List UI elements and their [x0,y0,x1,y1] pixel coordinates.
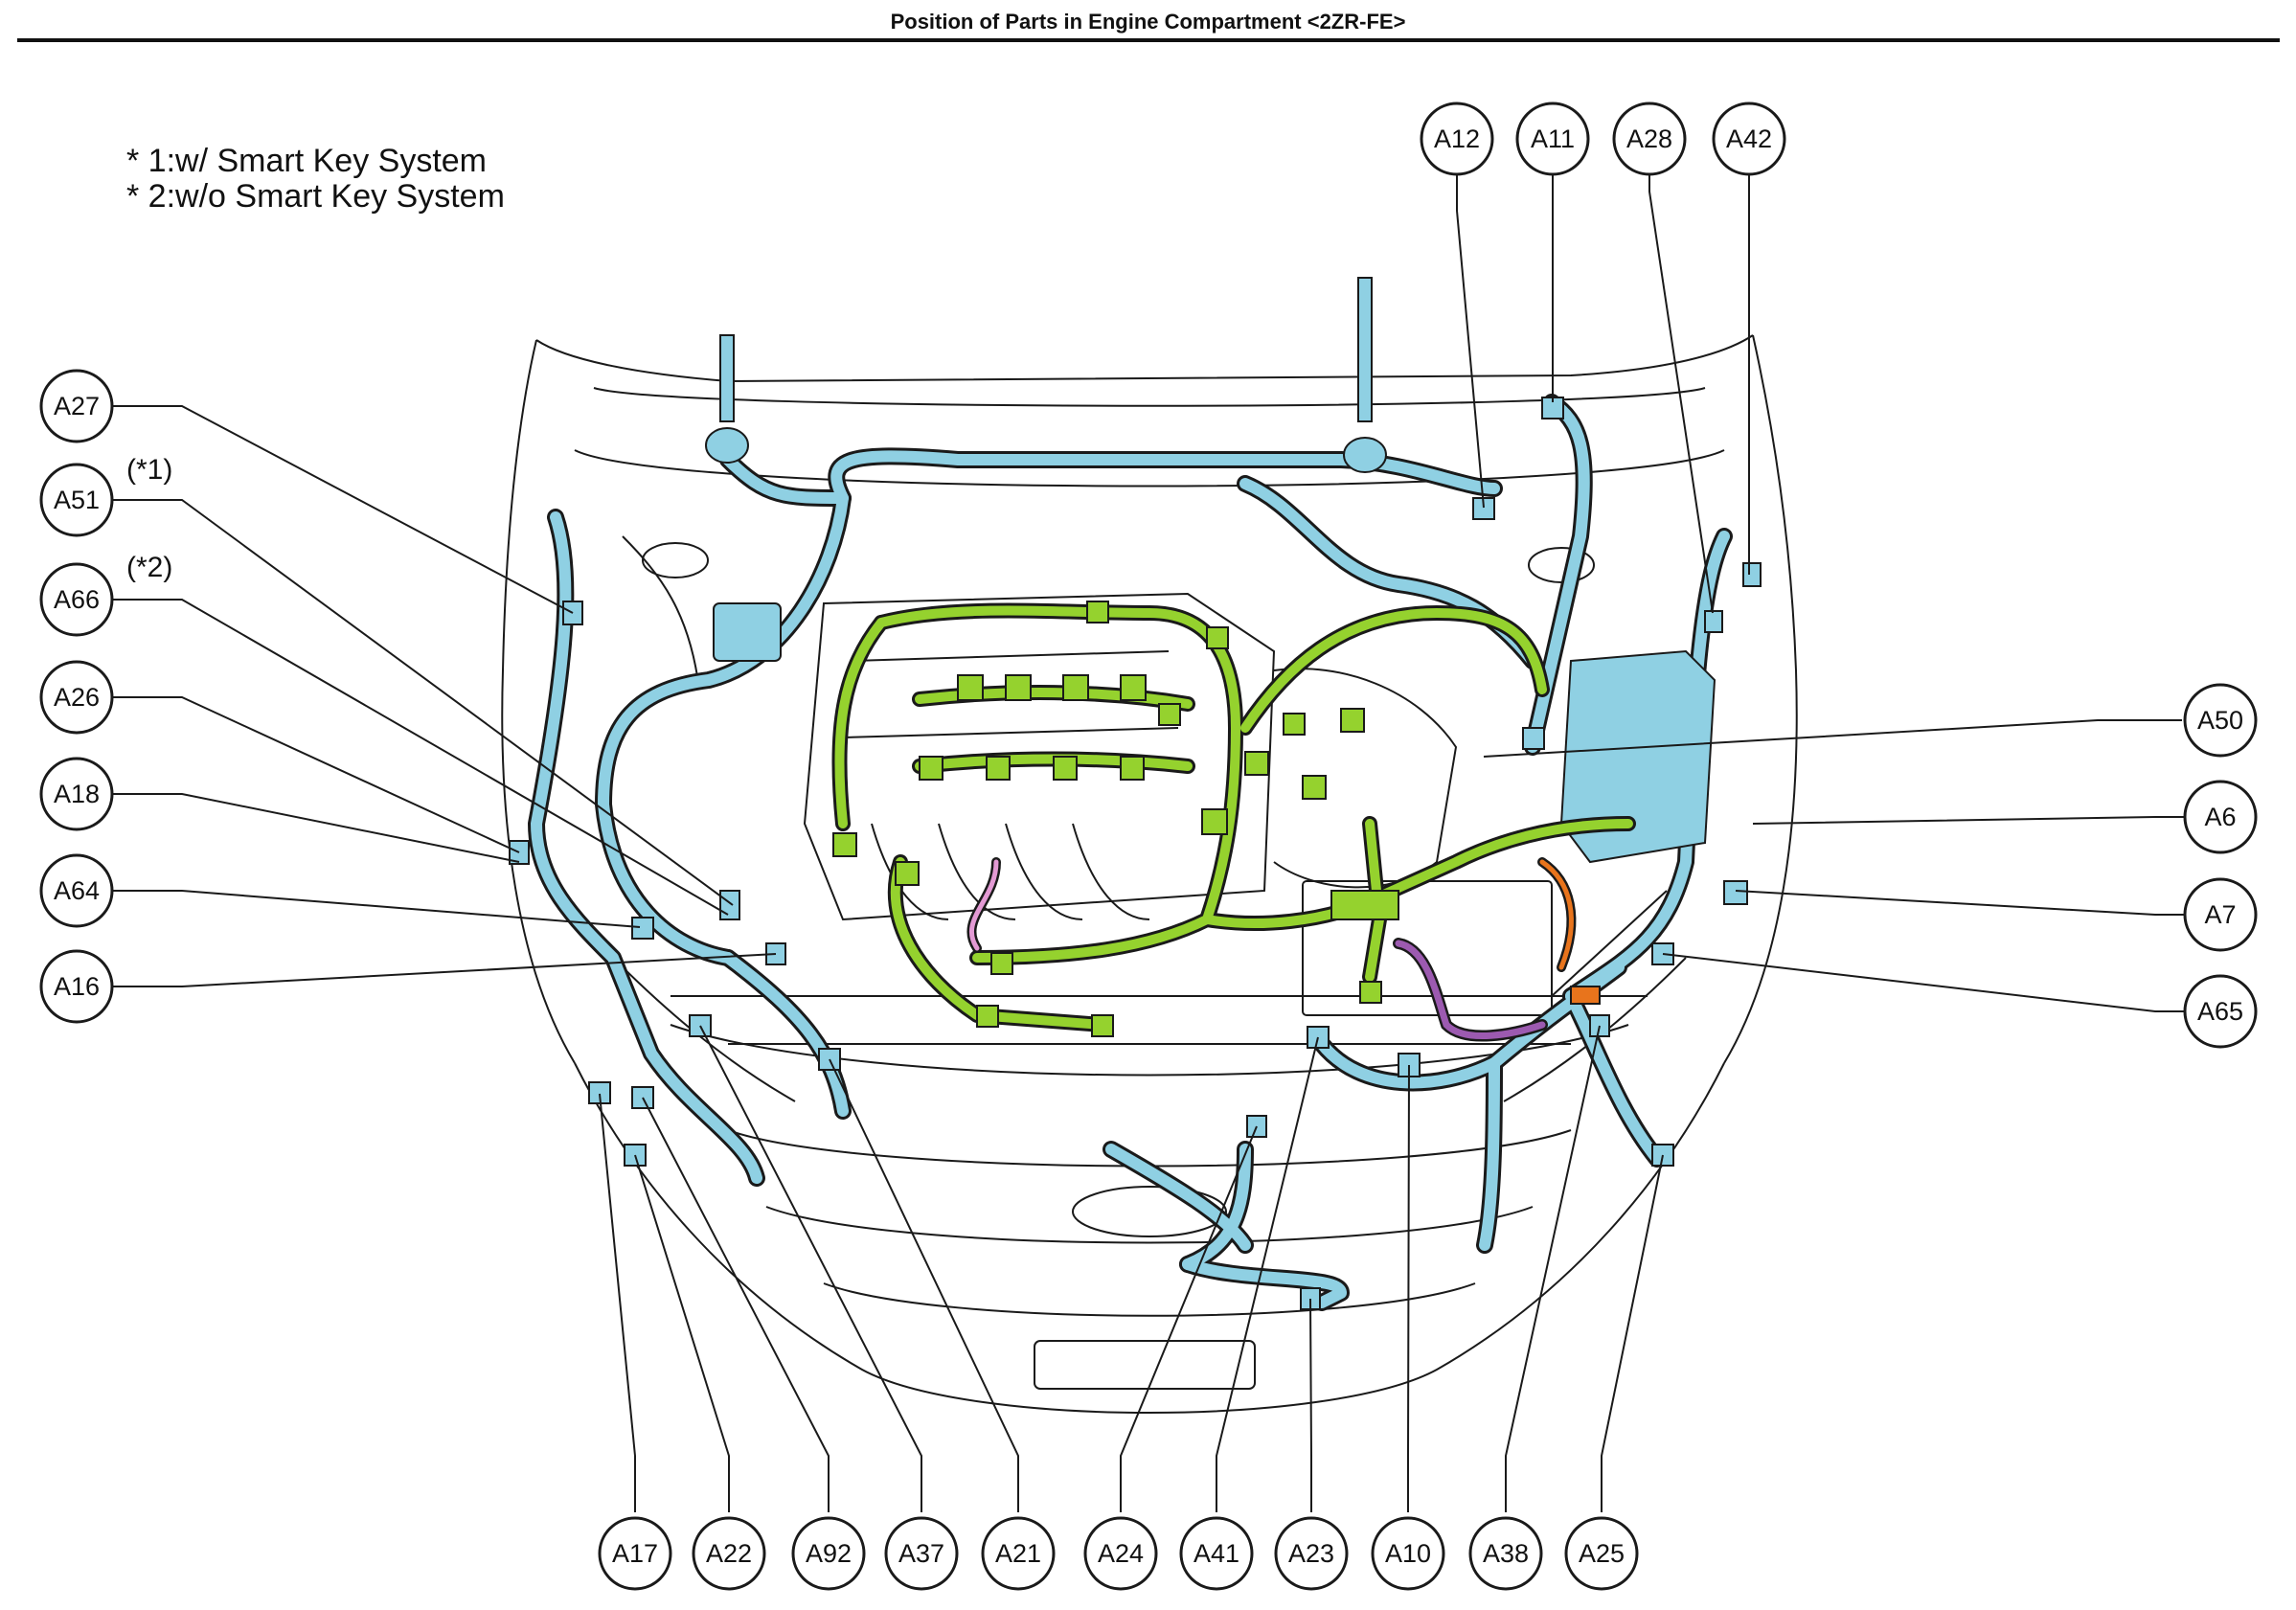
callout-A26 [39,660,114,735]
callout-label-A65: A65 [2197,997,2243,1026]
callout-label-A26: A26 [54,683,100,712]
battery-box [713,602,782,662]
callout-label-A50: A50 [2197,706,2243,735]
callout-A10 [1371,1516,1445,1591]
callout-label-A11: A11 [1531,125,1575,153]
callout-label-A66: A66 [54,585,100,614]
callout-A64 [39,853,114,928]
callout-label-A38: A38 [1483,1539,1529,1568]
callout-label-A23: A23 [1288,1539,1334,1568]
callout-label-A51: A51 [54,486,100,514]
harness-blue [528,394,1733,1311]
callout-label-A22: A22 [706,1539,752,1568]
callout-label-A6: A6 [2204,803,2236,831]
callout-A66 [39,562,114,637]
footnote-legend: * 1:w/ Smart Key System * 2:w/o Smart Ke… [126,144,505,215]
callout-label-A28: A28 [1626,125,1672,153]
callout-label-A12: A12 [1434,125,1480,153]
callout-label-A21: A21 [995,1539,1041,1568]
title-divider [17,38,2280,42]
callout-A22 [692,1516,766,1591]
callout-A50 [2183,683,2258,758]
callout-label-A42: A42 [1726,125,1772,153]
callout-A37 [884,1516,959,1591]
leader-lines [100,161,2228,1512]
callout-A16 [39,949,114,1024]
callout-A21 [981,1516,1056,1591]
callout-A24 [1083,1516,1158,1591]
vehicle-outline [501,334,1798,1414]
callouts [39,102,2258,1591]
callout-A92 [791,1516,866,1591]
callout-A27 [39,369,114,443]
footnote-smart-key: * 1:w/ Smart Key System [126,143,487,179]
callout-A12 [1420,102,1494,176]
ground-strap [1570,986,1601,1005]
callout-label-A24: A24 [1098,1539,1144,1568]
footnote-no-smart-key: * 2:w/o Smart Key System [126,178,505,215]
callout-A25 [1564,1516,1639,1591]
callout-label-A16: A16 [54,972,100,1001]
callout-label-A41: A41 [1193,1539,1239,1568]
variant-note-A66: (*2) [126,552,172,583]
callout-label-A7: A7 [2204,900,2236,929]
callout-label-A10: A10 [1385,1539,1431,1568]
callout-label-A25: A25 [1579,1539,1625,1568]
engine-connectors [832,601,1399,1037]
callout-A17 [598,1516,672,1591]
variant-note-A51: (*1) [126,454,172,486]
callout-label-A18: A18 [54,780,100,808]
callout-label-A92: A92 [806,1539,852,1568]
callout-A7 [2183,877,2258,952]
antenna-masts [705,277,1387,473]
callout-A23 [1274,1516,1349,1591]
callout-A38 [1468,1516,1543,1591]
callout-A65 [2183,974,2258,1049]
callout-label-A27: A27 [54,392,100,420]
callout-A18 [39,757,114,831]
callout-label-A37: A37 [898,1539,944,1568]
callout-A11 [1515,102,1590,176]
callout-A41 [1179,1516,1254,1591]
callout-A6 [2183,780,2258,854]
callout-A42 [1712,102,1786,176]
callout-A51 [39,463,114,537]
callout-A28 [1612,102,1687,176]
callout-label-A64: A64 [54,876,100,905]
page-title: Position of Parts in Engine Compartment … [890,10,1406,34]
callout-label-A17: A17 [612,1539,658,1568]
